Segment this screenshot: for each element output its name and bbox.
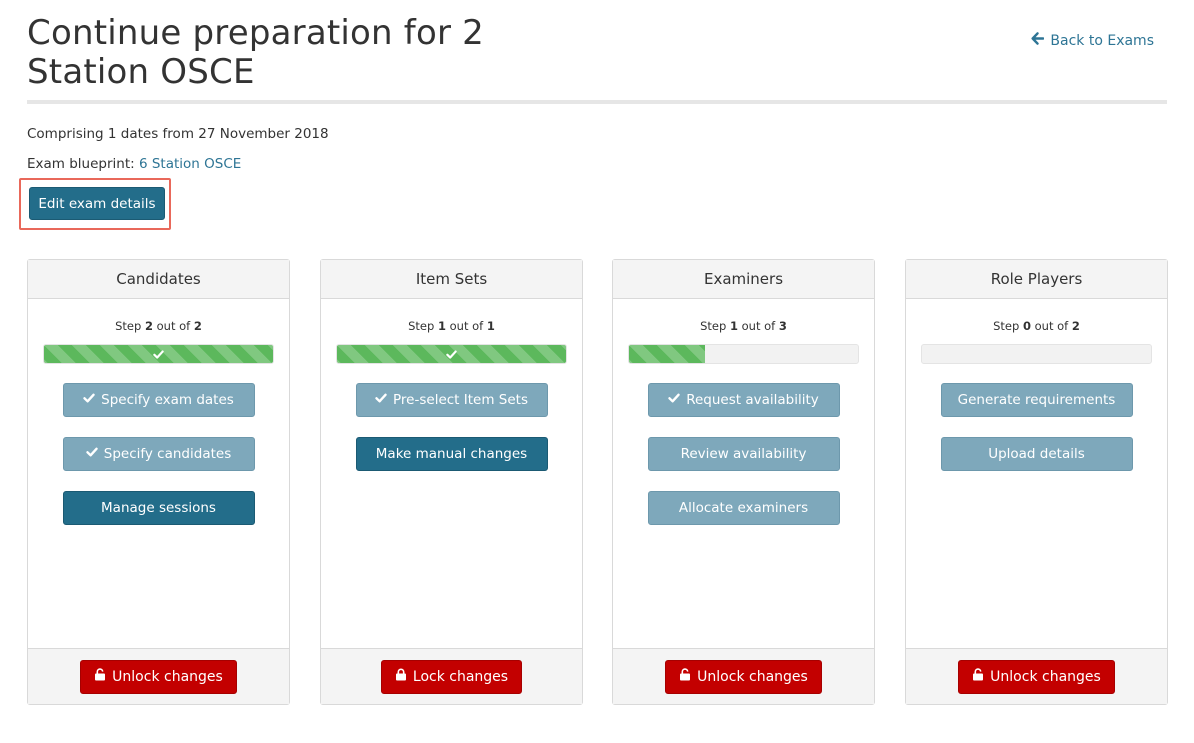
- step-current: 1: [437, 319, 446, 333]
- progress-fill: [629, 345, 705, 363]
- card-title: Examiners: [613, 260, 874, 299]
- action-label: Manage sessions: [101, 500, 216, 516]
- card-title: Role Players: [906, 260, 1167, 299]
- action-button[interactable]: Review availability: [647, 437, 840, 471]
- action-button[interactable]: Pre-select Item Sets: [355, 383, 548, 417]
- progress-bar: [43, 344, 274, 364]
- exam-dates-text: Comprising 1 dates from 27 November 2018: [27, 126, 329, 142]
- action-label: Request availability: [686, 392, 819, 408]
- card-footer: Unlock changes: [28, 648, 289, 704]
- card-footer: Unlock changes: [906, 648, 1167, 704]
- progress-bar: [628, 344, 859, 364]
- step-current: 2: [144, 319, 153, 333]
- lock-button-label: Unlock changes: [990, 668, 1101, 685]
- card-footer: Unlock changes: [613, 648, 874, 704]
- step-total: 2: [1071, 319, 1080, 333]
- action-label: Specify candidates: [103, 446, 232, 462]
- step-mid: out of: [156, 319, 191, 333]
- action-label: Generate requirements: [957, 392, 1116, 408]
- lock-button-label: Unlock changes: [112, 668, 223, 685]
- progress-bar: [336, 344, 567, 364]
- action-button[interactable]: Make manual changes: [355, 437, 548, 471]
- lock-button-label: Lock changes: [412, 668, 509, 685]
- action-button[interactable]: Request availability: [647, 383, 840, 417]
- blueprint-link[interactable]: 6 Station OSCE: [138, 156, 242, 172]
- step-prefix: Step: [115, 319, 142, 333]
- card-role-players: Role Players Step 0 out of 2 Generate re…: [905, 259, 1168, 705]
- action-label: Upload details: [988, 446, 1085, 462]
- step-total: 2: [193, 319, 202, 333]
- action-label: Pre-select Item Sets: [393, 392, 528, 408]
- check-icon: [446, 345, 457, 363]
- edit-exam-details-button[interactable]: Edit exam details: [29, 187, 165, 220]
- card-title: Item Sets: [321, 260, 582, 299]
- step-current: 1: [729, 319, 738, 333]
- check-icon: [83, 392, 95, 408]
- exam-blueprint-line: Exam blueprint: 6 Station OSCE: [27, 156, 241, 172]
- action-button[interactable]: Specify exam dates: [62, 383, 255, 417]
- card-footer: Lock changes: [321, 648, 582, 704]
- check-icon: [375, 392, 387, 408]
- action-button[interactable]: Manage sessions: [62, 491, 255, 525]
- action-label: Make manual changes: [375, 446, 528, 462]
- lock-icon: [395, 668, 407, 685]
- action-button[interactable]: Specify candidates: [62, 437, 255, 471]
- step-current: 0: [1022, 319, 1031, 333]
- unlock-changes-button[interactable]: Unlock changes: [80, 659, 237, 694]
- step-total: 3: [778, 319, 787, 333]
- edit-button-highlight: Edit exam details: [19, 178, 171, 230]
- action-button[interactable]: Upload details: [940, 437, 1133, 471]
- blueprint-label: Exam blueprint:: [27, 156, 135, 172]
- check-icon: [86, 446, 98, 462]
- back-link-label: Back to Exams: [1050, 32, 1154, 49]
- unlock-changes-button[interactable]: Unlock changes: [665, 659, 822, 694]
- step-prefix: Step: [993, 319, 1020, 333]
- action-label: Specify exam dates: [101, 392, 234, 408]
- lock-button-label: Unlock changes: [697, 668, 808, 685]
- step-indicator: Step 1 out of 3: [613, 319, 874, 333]
- action-button[interactable]: Generate requirements: [940, 383, 1133, 417]
- card-item-sets: Item Sets Step 1 out of 1 Pre-select Ite…: [320, 259, 583, 705]
- action-label: Review availability: [680, 446, 807, 462]
- back-to-exams-link[interactable]: Back to Exams: [1031, 32, 1154, 49]
- page-header: Continue preparation for 2 Station OSCE …: [27, 14, 1167, 104]
- progress-bar: [921, 344, 1152, 364]
- arrow-left-icon: [1031, 32, 1045, 49]
- step-prefix: Step: [408, 319, 435, 333]
- step-prefix: Step: [700, 319, 727, 333]
- step-mid: out of: [741, 319, 776, 333]
- action-label: Allocate examiners: [678, 500, 809, 516]
- step-indicator: Step 2 out of 2: [28, 319, 289, 333]
- unlock-icon: [94, 668, 106, 685]
- unlock-changes-button[interactable]: Unlock changes: [958, 659, 1115, 694]
- progress-fill: [337, 345, 566, 363]
- card-candidates: Candidates Step 2 out of 2 Specify exam …: [27, 259, 290, 705]
- action-button[interactable]: Allocate examiners: [647, 491, 840, 525]
- unlock-icon: [972, 668, 984, 685]
- page-title: Continue preparation for 2 Station OSCE: [27, 13, 484, 92]
- step-indicator: Step 0 out of 2: [906, 319, 1167, 333]
- check-icon: [668, 392, 680, 408]
- progress-fill: [44, 345, 273, 363]
- step-indicator: Step 1 out of 1: [321, 319, 582, 333]
- unlock-icon: [679, 668, 691, 685]
- lock-changes-button[interactable]: Lock changes: [380, 659, 523, 694]
- check-icon: [153, 345, 164, 363]
- card-title: Candidates: [28, 260, 289, 299]
- step-total: 1: [486, 319, 495, 333]
- step-mid: out of: [449, 319, 484, 333]
- step-mid: out of: [1034, 319, 1069, 333]
- card-examiners: Examiners Step 1 out of 3 Request availa…: [612, 259, 875, 705]
